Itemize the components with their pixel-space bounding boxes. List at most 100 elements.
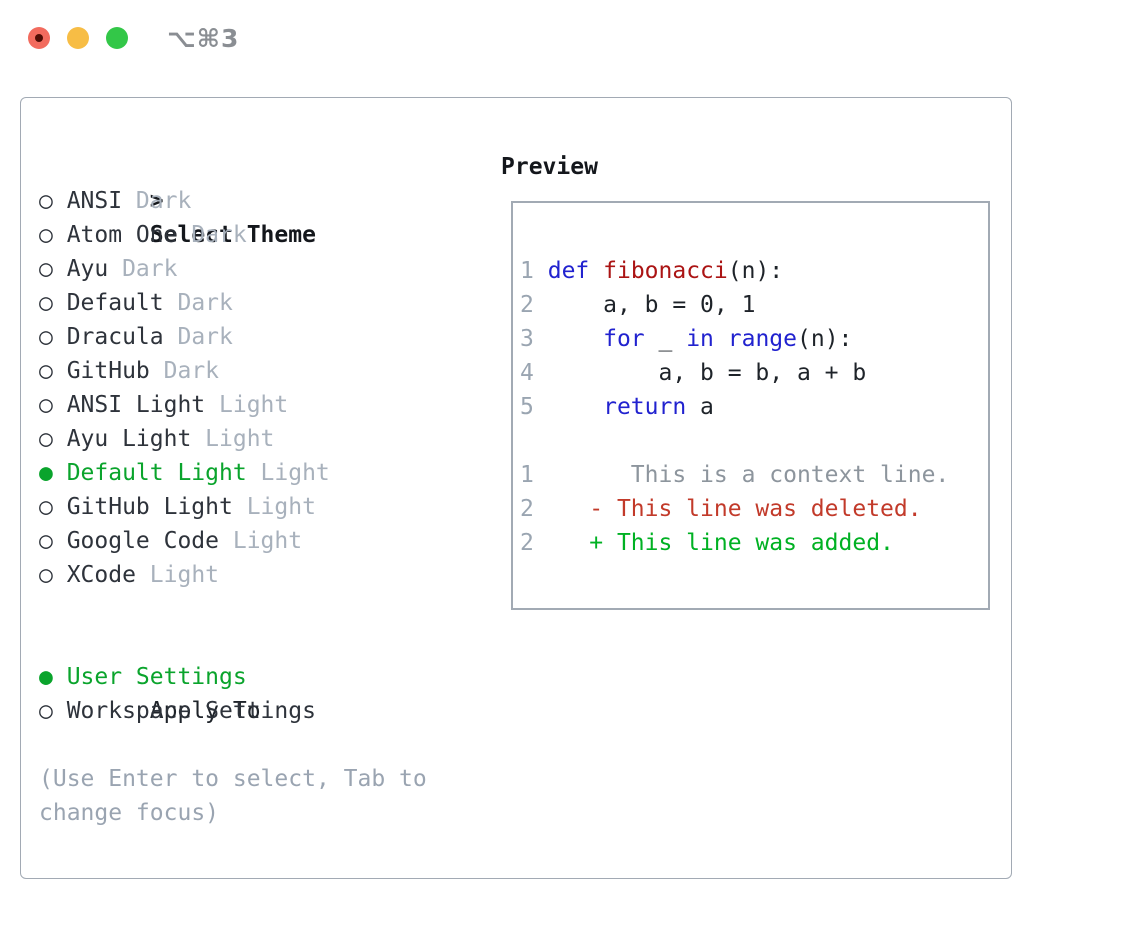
preview-title: Preview <box>501 154 598 180</box>
select-theme-title: Select Theme <box>149 222 316 248</box>
line-number: 2 <box>520 496 534 522</box>
radio-icon: ○ <box>39 426 53 452</box>
theme-option-default[interactable]: ○ Default Dark <box>39 286 427 320</box>
line-number: 4 <box>520 360 534 386</box>
theme-variant-label: Dark <box>177 290 233 316</box>
code-segment-kw: def <box>547 258 590 284</box>
theme-variant-label: Light <box>260 460 330 486</box>
apply-option-user-settings[interactable]: ● User Settings <box>39 660 427 694</box>
code-line: 3 for _ in range(n): <box>520 322 988 356</box>
code-segment-plain <box>534 394 603 420</box>
radio-icon: ○ <box>39 698 53 724</box>
theme-option-ayu-light[interactable]: ○ Ayu Light Light <box>39 422 427 456</box>
theme-option-label: GitHub <box>66 358 150 384</box>
code-segment-plain: a, b = 0, 1 <box>533 292 756 318</box>
theme-option-label: ANSI <box>66 188 123 214</box>
window-title: ⌥⌘3 <box>167 24 240 53</box>
radio-selected-icon: ● <box>39 460 53 486</box>
code-segment-fn: fibonacci <box>603 258 728 284</box>
radio-icon: ○ <box>39 256 53 282</box>
code-segment-plain: (n): <box>727 258 784 284</box>
radio-icon: ○ <box>39 494 53 520</box>
code-segment-plain: (n): <box>797 326 853 352</box>
zoom-button[interactable] <box>106 27 128 49</box>
theme-option-label: Atom One <box>66 222 178 248</box>
theme-variant-label: Light <box>219 392 289 418</box>
code-segment-add: + This line was added. <box>533 530 894 556</box>
line-number: 3 <box>520 326 534 352</box>
apply-to-title: Apply To <box>149 698 261 724</box>
code-segment-kw: return <box>603 394 687 420</box>
apply-option-label: Workspace Settings <box>66 698 316 724</box>
theme-option-xcode[interactable]: ○ XCode Light <box>39 558 427 592</box>
theme-variant-label: Dark <box>163 358 220 384</box>
line-number: 1 <box>520 258 534 284</box>
apply-option-workspace-settings[interactable]: ○ Workspace Settings <box>39 694 427 728</box>
theme-option-label: GitHub Light <box>66 494 233 520</box>
code-line: 1 This is a context line. <box>520 458 988 492</box>
theme-option-label: XCode <box>66 562 136 588</box>
code-segment-kw: range <box>727 326 798 352</box>
theme-option-label: Ayu <box>66 256 109 282</box>
code-line: 4 a, b = b, a + b <box>520 356 988 390</box>
code-segment-kw: in <box>686 326 714 352</box>
line-number: 5 <box>520 394 534 420</box>
theme-option-label: ANSI Light <box>66 392 206 418</box>
radio-icon: ○ <box>39 188 53 214</box>
code-line: 5 return a <box>520 390 988 424</box>
line-number: 1 <box>520 462 534 488</box>
apply-option-label: User Settings <box>66 664 247 690</box>
theme-variant-label: Light <box>149 562 220 588</box>
theme-variant-label: Light <box>246 494 316 520</box>
prompt-icon: > <box>149 188 164 214</box>
code-line: 2 + This line was added. <box>520 526 988 560</box>
spacer <box>39 592 427 626</box>
hint-text-line: (Use Enter to select, Tab to <box>39 766 427 792</box>
unsaved-dot-icon <box>35 34 43 42</box>
code-segment-ctx: This is a context line. <box>533 462 950 488</box>
theme-option-label: Ayu Light <box>66 426 192 452</box>
theme-variant-label: Dark <box>177 324 233 350</box>
theme-variant-label: Dark <box>122 256 178 282</box>
code-line <box>520 424 988 458</box>
code-segment-plain: a, b = b, a + b <box>533 360 867 386</box>
hint-text-line: change focus) <box>39 800 220 826</box>
keyboard-hint: (Use Enter to select, Tab to change focus… <box>39 762 427 830</box>
radio-icon: ○ <box>39 290 53 316</box>
theme-variant-label: Dark <box>135 188 192 214</box>
code-segment-kw: for <box>603 326 645 352</box>
radio-icon: ○ <box>39 358 53 384</box>
theme-variant-label: Light <box>205 426 275 452</box>
theme-option-label: Google Code <box>66 528 220 554</box>
line-number: 2 <box>520 530 534 556</box>
theme-option-label: Default <box>66 290 164 316</box>
code-segment-del: - This line was deleted. <box>533 496 922 522</box>
code-line: 2 a, b = 0, 1 <box>520 288 988 322</box>
select-theme-header: > Select Theme <box>39 150 427 248</box>
radio-icon: ○ <box>39 528 53 554</box>
radio-icon: ○ <box>39 562 53 588</box>
code-segment-plain <box>589 258 603 284</box>
radio-selected-icon: ● <box>39 664 53 690</box>
theme-option-ansi[interactable]: ○ ANSI Dark <box>39 184 427 218</box>
theme-option-ayu[interactable]: ○ Ayu Dark <box>39 252 427 286</box>
apply-to-header: ○ Apply To <box>39 626 427 724</box>
code-segment-plain: _ <box>644 326 687 352</box>
theme-option-github-light[interactable]: ○ GitHub Light Light <box>39 490 427 524</box>
minimize-button[interactable] <box>67 27 89 49</box>
titlebar: ⌥⌘3 <box>0 0 1140 76</box>
apply-to-list: ● User Settings ○ Workspace Settings <box>39 660 427 728</box>
theme-option-github[interactable]: ○ GitHub Dark <box>39 354 427 388</box>
code-line: 1 def fibonacci(n): <box>520 254 988 288</box>
close-button[interactable] <box>28 27 50 49</box>
